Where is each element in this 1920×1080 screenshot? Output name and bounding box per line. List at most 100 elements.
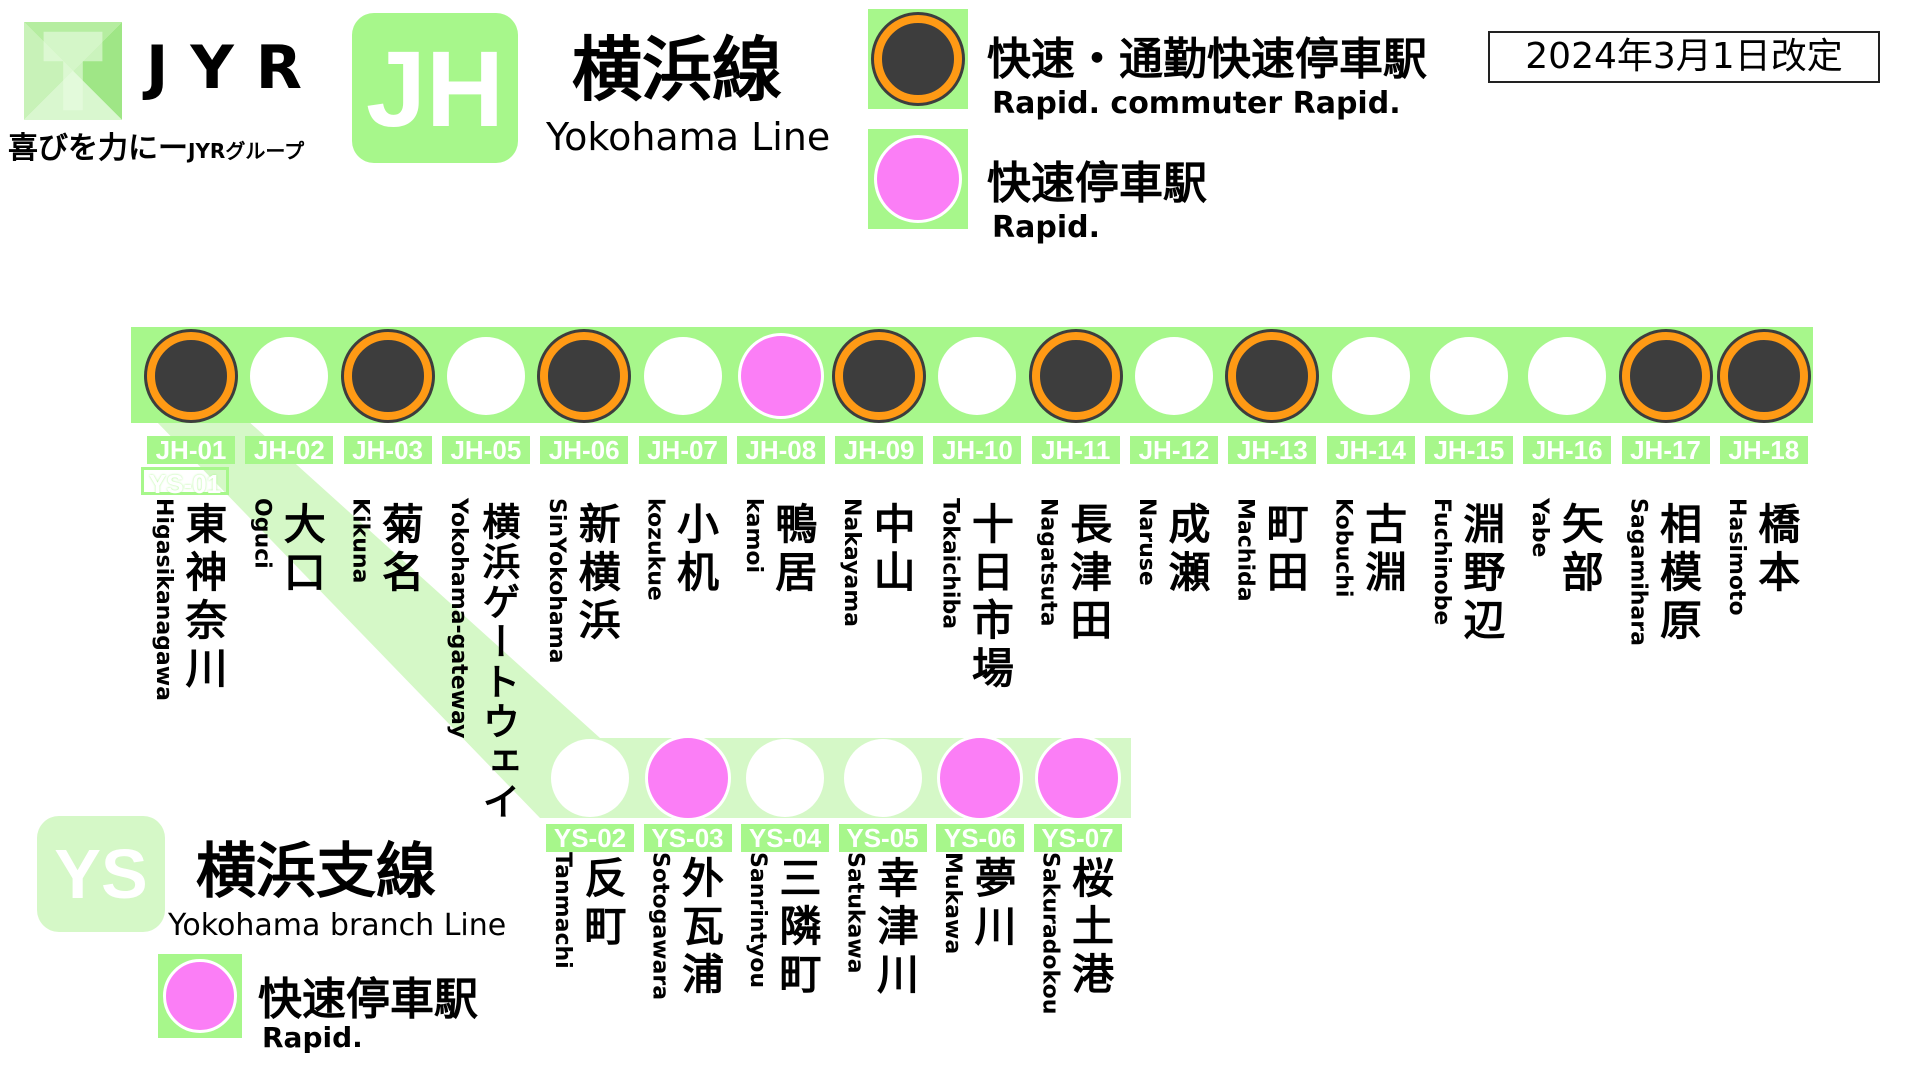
local-stop-icon xyxy=(1528,337,1607,415)
station-code: JH-15 xyxy=(1424,436,1513,464)
station-name-ja: 外瓦浦 xyxy=(675,856,725,1000)
station-code: JH-13 xyxy=(1228,436,1317,464)
rapid-stop-icon xyxy=(1034,735,1121,821)
station-code: JH-03 xyxy=(343,436,432,464)
local-stop-icon xyxy=(843,739,922,817)
station-name-ja: 幸津川 xyxy=(870,856,920,1000)
rapid-commuter-stop-icon xyxy=(1719,332,1808,420)
station-name-ja: 中山 xyxy=(867,502,917,598)
revision-date: 2024年3月1日改定 xyxy=(1488,31,1880,83)
station-code: JH-12 xyxy=(1130,436,1218,464)
station-name-en: Yabe xyxy=(1527,498,1553,558)
station-name-en: Kikuna xyxy=(347,498,373,584)
line-title-en: Yokohama Line xyxy=(546,115,831,159)
station-code: JH-07 xyxy=(638,436,727,464)
branch-rapid-stop-icon xyxy=(163,959,237,1033)
legend-rapid-ja: 快速停車駅 xyxy=(987,158,1207,209)
station-name-en: Kobuchi xyxy=(1330,498,1356,598)
station-name-en: Fuchinobe xyxy=(1428,498,1454,626)
rapid-commuter-stop-icon xyxy=(1228,332,1317,420)
station-name-en: Tanmachi xyxy=(550,852,575,969)
brand-slogan: 喜びを力にーJYRグループ xyxy=(8,130,304,170)
station-name-en: Oguci xyxy=(249,498,275,569)
local-stop-icon xyxy=(1135,337,1213,415)
local-stop-icon xyxy=(1331,337,1410,415)
station-code: JH-14 xyxy=(1326,436,1415,464)
station-code: YS-05 xyxy=(838,824,927,852)
rapid-commuter-stop-icon xyxy=(343,332,432,420)
station-name-en: Higasikanagawa xyxy=(151,498,176,701)
station-name-ja: 桜土港 xyxy=(1065,856,1115,1000)
local-stop-icon xyxy=(746,739,824,817)
slogan-main: 喜びを力に xyxy=(8,131,158,166)
station-name-en: Sanrintyou xyxy=(745,852,770,989)
station-name-en: Naruse xyxy=(1134,498,1159,586)
local-stop-icon xyxy=(551,739,629,817)
station-code: JH-02 xyxy=(245,436,334,464)
rapid-commuter-stop-icon xyxy=(540,332,629,420)
station-name-en: Nakayama xyxy=(839,498,865,628)
station-name-ja: 十日市場 xyxy=(965,502,1015,694)
station-name-en: Sagamihara xyxy=(1625,498,1651,646)
station-code: JH-10 xyxy=(933,436,1022,464)
line-code-badge: JH xyxy=(352,13,518,163)
station-name-ja: 成瀬 xyxy=(1162,502,1211,598)
local-stop-icon xyxy=(938,337,1017,415)
station-name-en: Yokohama-gateway xyxy=(445,498,471,739)
rapid-stop-icon xyxy=(937,735,1023,821)
station-name-en: Nagatsuta xyxy=(1035,498,1061,627)
jyr-logo-icon xyxy=(24,22,122,120)
station-code: JH-05 xyxy=(441,436,530,464)
rapid-commuter-stop-icon xyxy=(1621,332,1710,420)
station-code: YS-07 xyxy=(1033,824,1122,852)
station-code: YS-04 xyxy=(741,824,829,852)
station-name-ja: 橋本 xyxy=(1751,502,1801,598)
branch-code-badge: YS xyxy=(37,816,165,932)
station-name-en: kozukue xyxy=(642,498,668,601)
rapid-stop-icon xyxy=(644,735,731,821)
station-code: YS-06 xyxy=(936,824,1024,852)
slogan-group: JYRグループ xyxy=(188,139,305,163)
station-name-ja: 横浜ゲートウェイ xyxy=(475,502,520,822)
station-code: JH-06 xyxy=(540,436,629,464)
station-name-ja: 古淵 xyxy=(1358,502,1408,598)
station-name-ja: 大口 xyxy=(277,502,327,598)
station-code: YS-03 xyxy=(643,824,732,852)
legend-rapid-commuter-swatch xyxy=(868,9,968,109)
branch-title-en: Yokohama branch Line xyxy=(168,908,507,943)
station-name-ja: 東神奈川 xyxy=(179,502,228,694)
station-name-en: Mukawa xyxy=(940,852,965,955)
station-name-ja: 長津田 xyxy=(1063,502,1113,646)
station-code: YS-02 xyxy=(546,824,634,852)
branch-legend-rapid-en: Rapid. xyxy=(262,1021,363,1054)
station-name-ja: 矢部 xyxy=(1555,502,1605,598)
station-name-ja: 淵野辺 xyxy=(1456,502,1506,646)
rapid-commuter-stop-icon xyxy=(835,332,924,420)
legend-rapid-swatch xyxy=(868,129,968,229)
station-code: JH-09 xyxy=(835,436,924,464)
station-name-ja: 相模原 xyxy=(1653,502,1703,646)
station-transfer-code: YS-01 xyxy=(141,467,229,498)
station-code: JH-08 xyxy=(736,436,825,464)
station-name-en: Machida xyxy=(1232,498,1258,602)
legend-rapid-commuter-en: Rapid. commuter Rapid. xyxy=(992,86,1401,121)
station-name-ja: 鴨居 xyxy=(768,502,818,598)
station-code: JH-18 xyxy=(1719,436,1808,464)
station-name-ja: 町田 xyxy=(1260,502,1310,598)
station-code: JH-17 xyxy=(1621,436,1710,464)
station-code: JH-01 xyxy=(147,436,235,464)
station-name-en: Tokaichiba xyxy=(937,498,963,630)
line-title-ja: 横浜線 xyxy=(572,29,782,111)
local-stop-icon xyxy=(446,337,525,415)
branch-legend-rapid-ja: 快速停車駅 xyxy=(258,974,478,1025)
station-name-en: Sotogawara xyxy=(647,852,673,1001)
legend-rapid-commuter-ja: 快速・通勤快速停車駅 xyxy=(987,34,1427,85)
local-stop-icon xyxy=(1429,337,1508,415)
station-name-en: Satukawa xyxy=(842,852,868,974)
legend-rapid-en: Rapid. xyxy=(992,210,1100,245)
rapid-stop-icon xyxy=(737,333,824,419)
station-code: JH-11 xyxy=(1031,436,1120,464)
station-name-en: Sakuradokou xyxy=(1037,852,1063,1015)
station-code: JH-16 xyxy=(1523,436,1612,464)
